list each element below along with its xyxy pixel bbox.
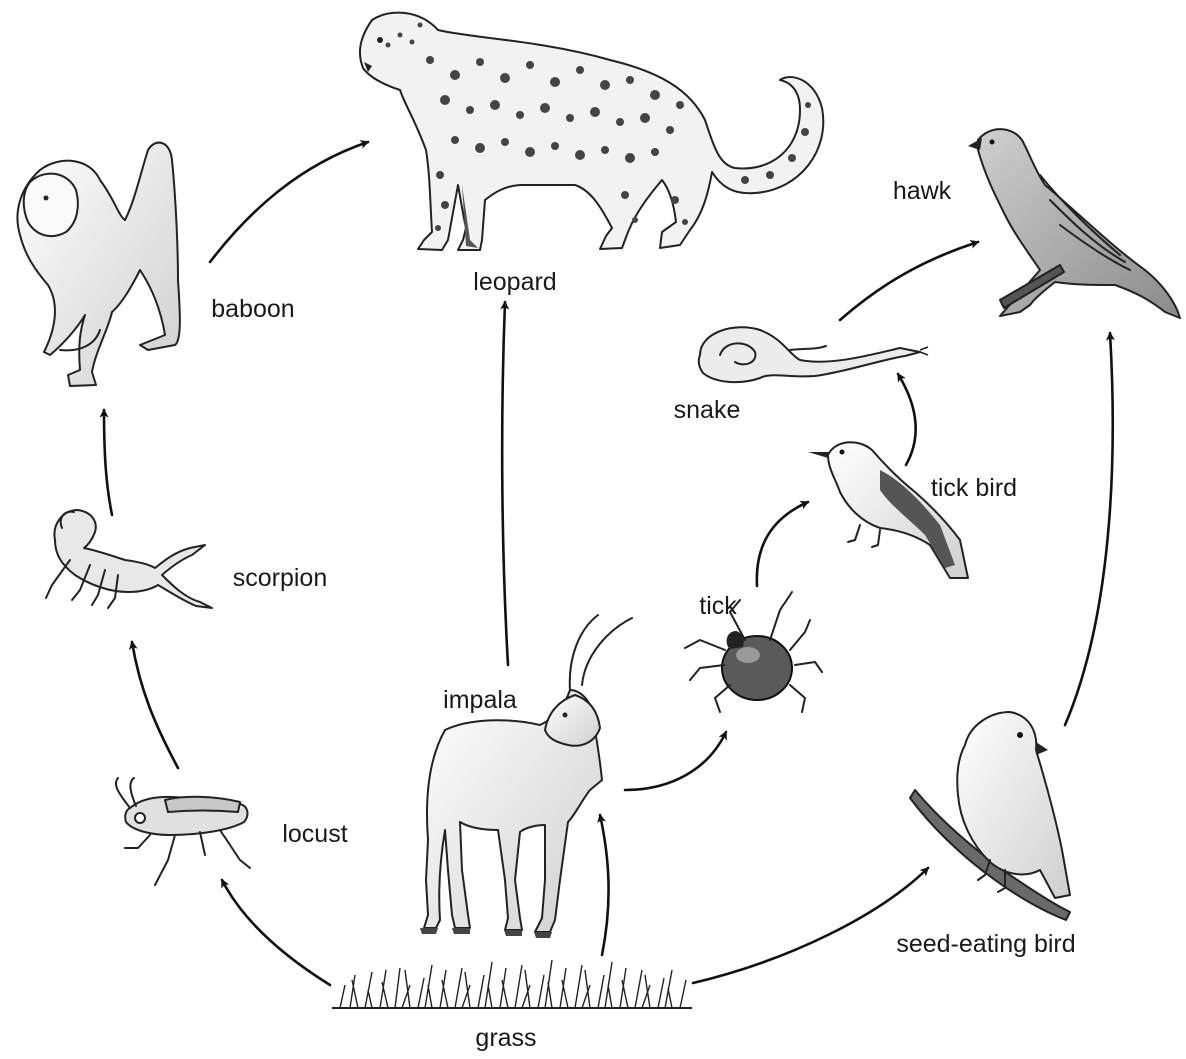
label-snake: snake [674, 396, 741, 424]
label-tick-bird: tick bird [931, 474, 1017, 502]
arrow-tick-bird-to-snake [898, 374, 916, 465]
label-tick: tick [699, 592, 737, 620]
label-grass: grass [475, 1024, 536, 1052]
label-impala: impala [443, 686, 517, 714]
leopard-illustration [360, 13, 823, 250]
tick-bird-illustration [808, 442, 968, 578]
label-locust: locust [282, 820, 347, 848]
arrow-scorpion-to-baboon [104, 410, 112, 515]
arrow-grass-to-seed-eating-bird [693, 868, 928, 983]
impala-illustration [420, 615, 632, 938]
baboon-illustration [17, 143, 179, 386]
arrow-grass-to-impala [600, 815, 609, 955]
scorpion-illustration [46, 510, 212, 608]
label-hawk: hawk [893, 177, 952, 205]
hawk-illustration [968, 129, 1180, 318]
seed-eating-bird-illustration [910, 712, 1070, 920]
arrow-snake-to-hawk [840, 242, 978, 320]
snake-illustration [699, 327, 928, 382]
arrow-baboon-to-leopard [210, 142, 368, 262]
label-leopard: leopard [473, 268, 556, 296]
grass-illustration [332, 960, 692, 1008]
arrow-grass-to-locust [222, 880, 330, 985]
label-seed-eating-bird: seed-eating bird [896, 930, 1075, 958]
arrow-seed-eating-bird-to-hawk [1065, 333, 1113, 725]
label-baboon: baboon [211, 295, 294, 323]
arrow-locust-to-scorpion [132, 642, 178, 768]
arrow-impala-to-leopard [502, 302, 508, 665]
locust-illustration [116, 778, 250, 885]
label-scorpion: scorpion [233, 564, 328, 592]
arrow-impala-to-tick [625, 732, 726, 790]
arrow-tick-to-tick-bird [757, 502, 808, 586]
